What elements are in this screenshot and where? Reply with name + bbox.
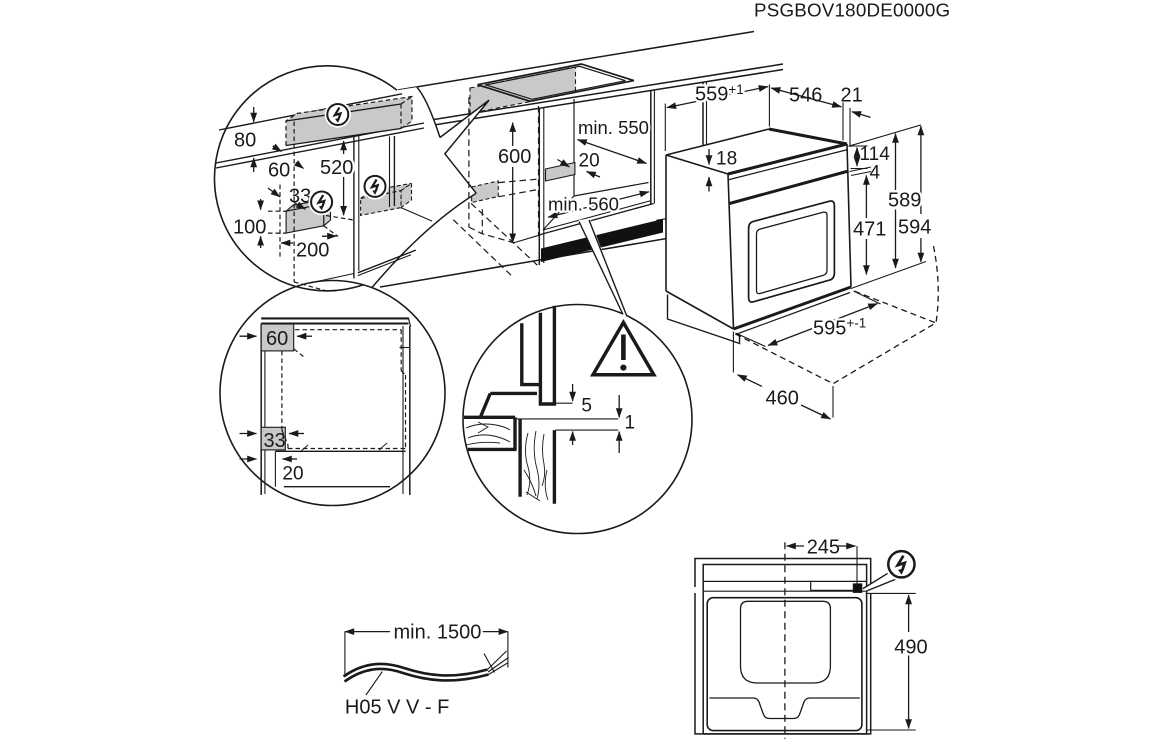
- svg-text:PSGBOV180DE0000G: PSGBOV180DE0000G: [754, 0, 950, 21]
- svg-text:60: 60: [266, 328, 288, 350]
- svg-text:200: 200: [296, 240, 329, 262]
- svg-text:4: 4: [870, 163, 881, 184]
- svg-text:1: 1: [625, 413, 636, 434]
- svg-text:490: 490: [894, 637, 927, 659]
- svg-text:520: 520: [320, 157, 353, 179]
- svg-text:114: 114: [860, 144, 891, 165]
- svg-text:600: 600: [498, 146, 531, 168]
- svg-text:21: 21: [841, 85, 863, 107]
- svg-text:20: 20: [579, 151, 600, 172]
- svg-text:33: 33: [264, 430, 286, 452]
- svg-text:min. 560: min. 560: [548, 194, 619, 215]
- svg-text:min. 550: min. 550: [578, 117, 649, 138]
- svg-text:546: 546: [789, 85, 822, 107]
- svg-text:5: 5: [581, 396, 592, 417]
- svg-text:80: 80: [234, 130, 256, 152]
- svg-text:100: 100: [233, 217, 266, 239]
- svg-text:594: 594: [898, 217, 931, 239]
- svg-text:min. 1500: min. 1500: [394, 622, 482, 644]
- svg-text:20: 20: [282, 464, 303, 485]
- svg-text:559+1: 559+1: [695, 82, 744, 106]
- svg-text:18: 18: [716, 149, 737, 170]
- svg-text:33: 33: [289, 186, 311, 208]
- svg-text:H05 V V - F: H05 V V - F: [345, 697, 449, 719]
- svg-text:471: 471: [853, 219, 886, 241]
- svg-text:589: 589: [888, 190, 921, 212]
- svg-text:245: 245: [807, 537, 840, 559]
- svg-text:60: 60: [268, 160, 290, 182]
- svg-text:460: 460: [766, 388, 799, 410]
